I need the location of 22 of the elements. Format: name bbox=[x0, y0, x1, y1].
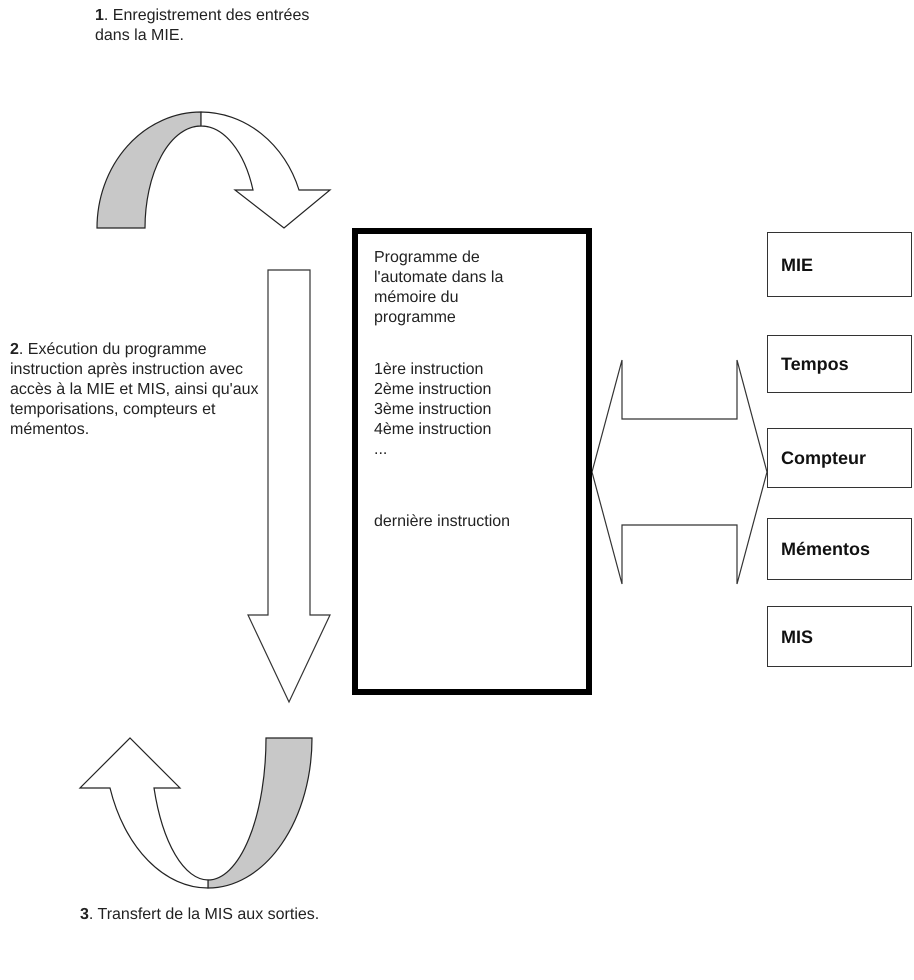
instruction-line: dernière instruction bbox=[374, 512, 512, 532]
instruction-line: 3ème instruction bbox=[374, 400, 492, 420]
step-description: 2. Exécution du programme instruction après instruction avec accès à la MIE et MIS, ainsi qu'aux temporisations, compteurs et mémentos. bbox=[10, 340, 260, 440]
memory-area-box bbox=[767, 606, 912, 667]
memory-area-box bbox=[767, 518, 912, 580]
step-description: 3. Transfert de la MIS aux sorties. bbox=[80, 905, 320, 925]
instruction-line: 1ère instruction bbox=[374, 360, 484, 380]
memory-area-box bbox=[767, 335, 912, 393]
program-memory-box bbox=[352, 228, 592, 695]
instruction-line: Tempos bbox=[781, 354, 849, 374]
instruction-line: 2ème instruction bbox=[374, 380, 492, 400]
memory-area-box bbox=[767, 428, 912, 488]
instruction-line: MIS bbox=[781, 626, 814, 646]
double-arrow bbox=[591, 359, 768, 585]
instruction-line: MIE bbox=[781, 254, 814, 274]
instruction-line: 4ème instruction bbox=[374, 420, 492, 440]
box-heading: Programme de l'automate dans la mémoire du programme bbox=[374, 248, 504, 328]
step-description: 1. Enregistrement des entrées dans la MIE. bbox=[95, 6, 310, 46]
memory-area-box bbox=[767, 232, 912, 297]
instruction-line: Compteur bbox=[781, 448, 866, 468]
instruction-line: Mémentos bbox=[781, 539, 870, 559]
instruction-line: ... bbox=[374, 440, 388, 460]
